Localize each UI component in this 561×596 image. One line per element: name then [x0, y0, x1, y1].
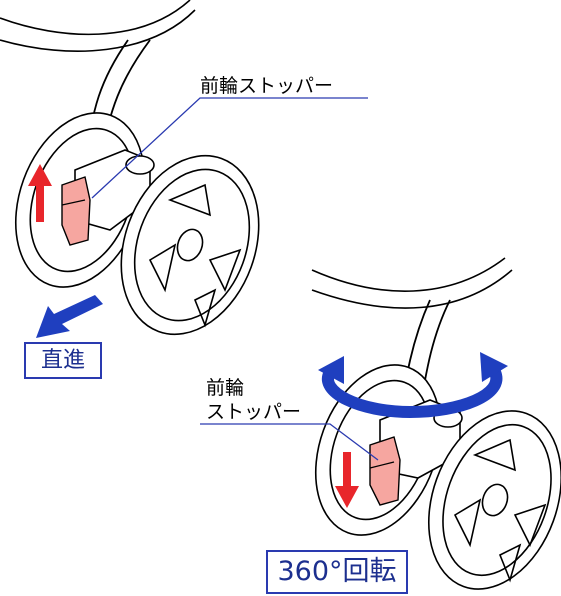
rotation-arrow-icon	[318, 352, 508, 419]
bottom-stopper-lever	[369, 436, 401, 506]
direction-arrow-icon	[36, 295, 103, 338]
bottom-stopper-label-line2: ストッパー	[206, 401, 302, 423]
top-stopper-label: 前輪ストッパー	[200, 75, 334, 97]
down-arrow-icon	[335, 452, 359, 508]
bottom-stopper-label-line1: 前輪	[206, 377, 245, 399]
straight-label-box: 直進	[24, 342, 102, 379]
straight-label: 直進	[40, 348, 85, 373]
rotate-label: 360°回転	[277, 556, 397, 587]
rotate-label-box: 360°回転	[266, 550, 408, 594]
bottom-stopper-leader	[200, 423, 379, 461]
up-arrow-icon	[28, 164, 52, 222]
top-stopper-lever	[61, 176, 91, 246]
top-stopper-leader	[91, 97, 368, 199]
